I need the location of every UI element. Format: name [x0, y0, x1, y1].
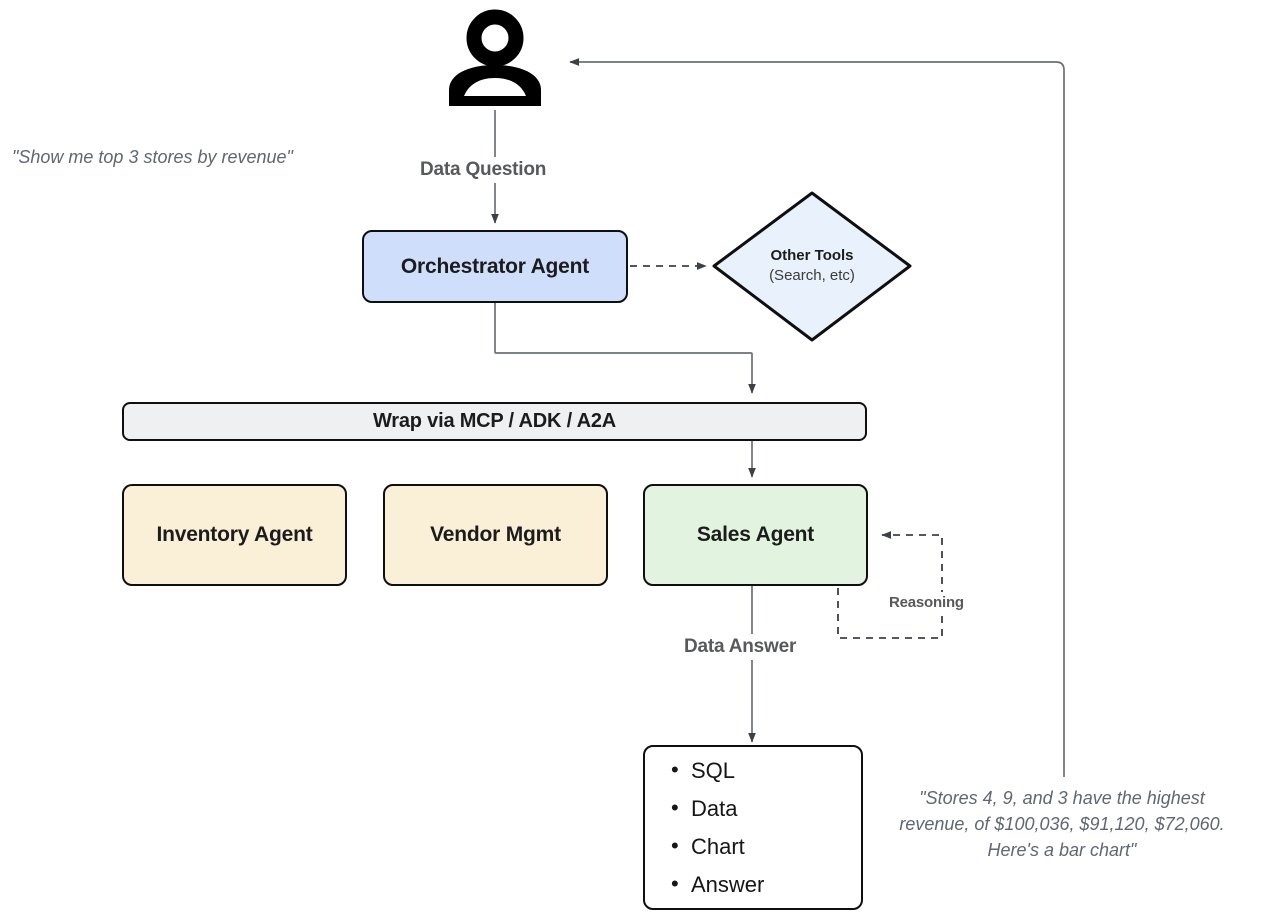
list-item: Answer	[671, 873, 764, 896]
list-item: SQL	[671, 759, 735, 782]
person-icon	[443, 8, 547, 108]
list-item: Chart	[671, 835, 745, 858]
edge-answer-feedback	[569, 58, 1065, 777]
node-output-artifacts[interactable]: SQL Data Chart Answer	[643, 745, 863, 910]
node-inventory-agent[interactable]: Inventory Agent	[122, 484, 347, 586]
node-orchestrator-agent[interactable]: Orchestrator Agent	[362, 230, 628, 303]
edge-reasoning-loop	[837, 531, 943, 639]
node-inventory-agent-label: Inventory Agent	[156, 523, 313, 546]
edge-label-data-answer: Data Answer	[677, 634, 804, 660]
edge-label-reasoning: Reasoning	[884, 592, 969, 613]
node-vendor-mgmt[interactable]: Vendor Mgmt	[383, 484, 608, 586]
node-sales-agent[interactable]: Sales Agent	[643, 484, 868, 586]
list-item: Data	[671, 797, 737, 820]
answer-quote: "Stores 4, 9, and 3 have the highest rev…	[899, 788, 1225, 861]
edge-orchestrator-to-mcp	[494, 303, 756, 394]
edge-label-data-question: Data Question	[413, 157, 554, 183]
node-vendor-mgmt-label: Vendor Mgmt	[430, 523, 561, 546]
person-icon-svg	[449, 9, 541, 106]
node-mcp-wrap-bar-label: Wrap via MCP / ADK / A2A	[372, 410, 617, 432]
node-orchestrator-agent-label: Orchestrator Agent	[400, 254, 590, 278]
user-question-quote: "Show me top 3 stores by revenue"	[12, 147, 293, 167]
node-mcp-wrap-bar[interactable]: Wrap via MCP / ADK / A2A	[122, 402, 867, 441]
node-sales-agent-label: Sales Agent	[696, 523, 815, 546]
